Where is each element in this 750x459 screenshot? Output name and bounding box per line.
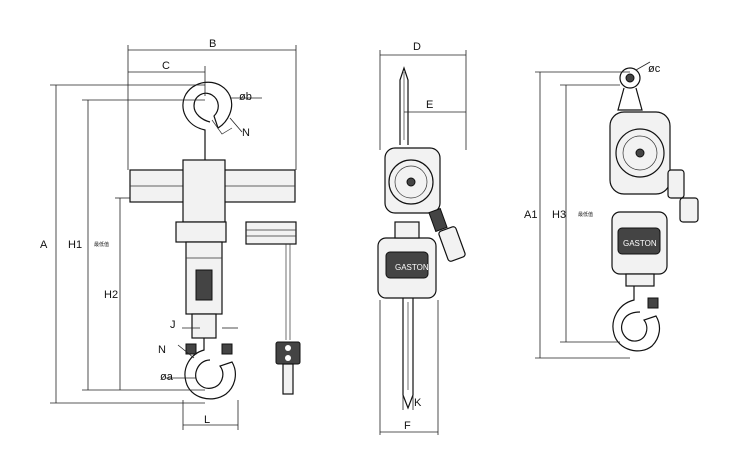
label-F: F (404, 420, 411, 432)
label-L: L (204, 414, 210, 426)
min-note-left: 最低值 (94, 241, 109, 248)
middle-view: GASTON (377, 50, 467, 435)
label-A1: A1 (524, 209, 537, 221)
right-view: GASTON (535, 61, 699, 359)
label-N-hook: N (158, 344, 166, 356)
bottom-hook (184, 338, 236, 400)
label-phi-c: øc (648, 63, 661, 75)
label-A: A (40, 239, 48, 251)
label-K: K (414, 397, 422, 409)
min-note-right: 最低值 (578, 211, 593, 218)
label-N-top: N (242, 127, 250, 139)
label-H2: H2 (104, 289, 118, 301)
label-H3: H3 (552, 209, 566, 221)
top-eye (619, 67, 641, 89)
label-B: B (209, 38, 216, 50)
label-J: J (170, 319, 176, 331)
front-bottom-hook (612, 286, 661, 352)
top-hook (182, 81, 233, 160)
label-phi-a: øa (160, 371, 174, 383)
label-H1: H1 (68, 239, 82, 251)
label-E: E (426, 99, 433, 111)
control-box (245, 221, 297, 245)
label-phi-b: øb (239, 91, 252, 103)
label-D: D (413, 41, 421, 53)
label-C: C (162, 60, 170, 72)
brand-front: GASTON (623, 239, 657, 248)
brand-side: GASTON (395, 263, 429, 272)
left-view (50, 45, 301, 430)
